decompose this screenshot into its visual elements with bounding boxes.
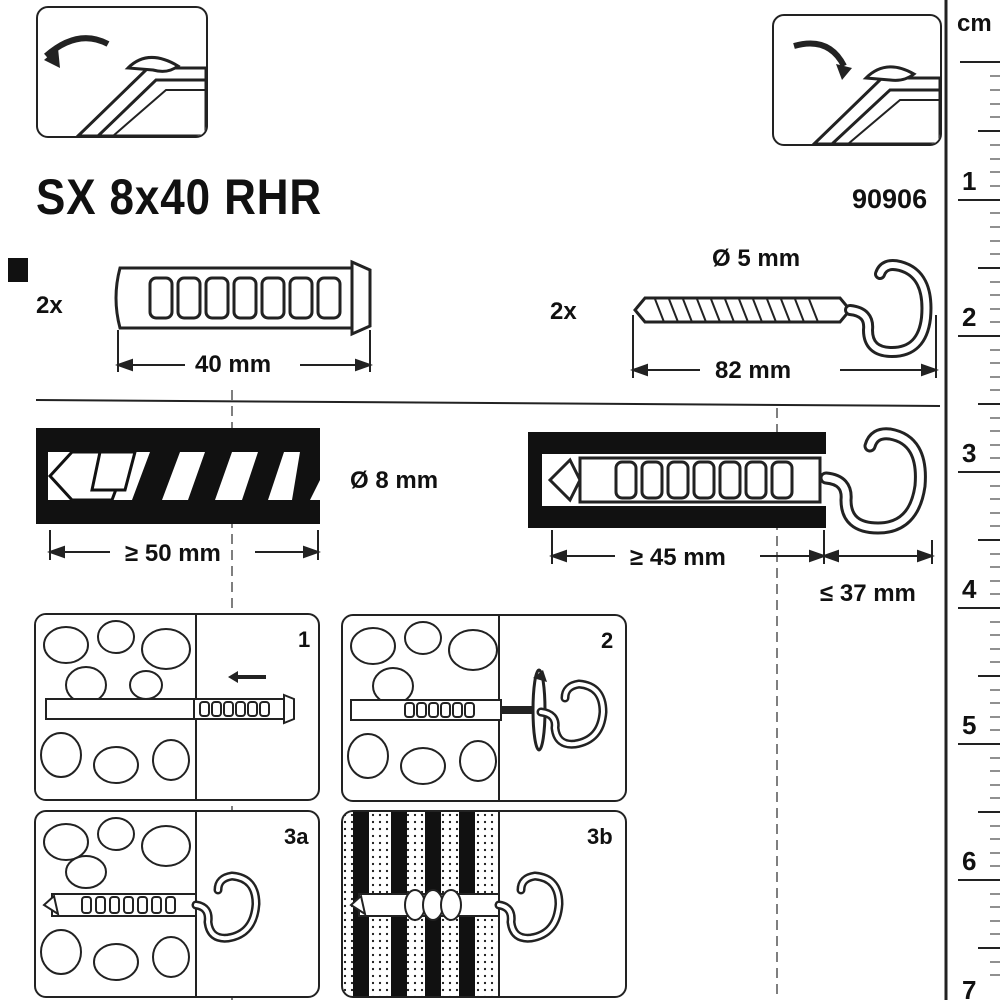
- step-1-panel: 1: [34, 613, 320, 801]
- min-anchor-depth: ≥ 45 mm: [630, 544, 726, 571]
- plug-length: 40 mm: [195, 351, 272, 378]
- hook-diameter: Ø 5 mm: [712, 245, 801, 272]
- wall-plug-drawing: [114, 259, 372, 337]
- close-package-icon: [772, 14, 942, 146]
- drill-hole-section: [36, 428, 320, 524]
- open-package-icon: [36, 6, 208, 138]
- max-projection: ≤ 37 mm: [820, 580, 916, 607]
- ruler-mark-1: 1: [962, 166, 977, 196]
- hole-diameter: Ø 8 mm: [350, 467, 439, 494]
- plug-quantity: 2x: [36, 292, 63, 319]
- step-2-panel: 2: [341, 614, 627, 802]
- product-code: SX 8x40 RHR: [36, 169, 323, 225]
- article-number: 90906: [852, 184, 928, 214]
- cm-ruler: [944, 0, 1000, 1000]
- step-1-label: 1: [298, 627, 311, 652]
- step-3b-label: 3b: [587, 824, 613, 849]
- hook-quantity: 2x: [550, 298, 577, 325]
- ruler-mark-3: 3: [962, 438, 977, 468]
- ruler-mark-2: 2: [962, 302, 977, 332]
- installed-hook-section: [528, 427, 927, 535]
- ruler-mark-4: 4: [962, 574, 977, 604]
- min-hole-depth: ≥ 50 mm: [125, 540, 221, 567]
- step-3a-label: 3a: [284, 824, 309, 849]
- hook-screw-drawing: [633, 259, 933, 359]
- ruler-mark-7: 7: [962, 975, 977, 1005]
- hook-length: 82 mm: [715, 357, 792, 384]
- step-2-label: 2: [601, 628, 614, 653]
- ruler-mark-6: 6: [962, 846, 977, 876]
- step-3b-panel: 3b: [341, 810, 627, 998]
- ruler-mark-5: 5: [962, 710, 977, 740]
- ruler-unit: cm: [957, 10, 992, 37]
- step-3a-panel: 3a: [34, 810, 320, 998]
